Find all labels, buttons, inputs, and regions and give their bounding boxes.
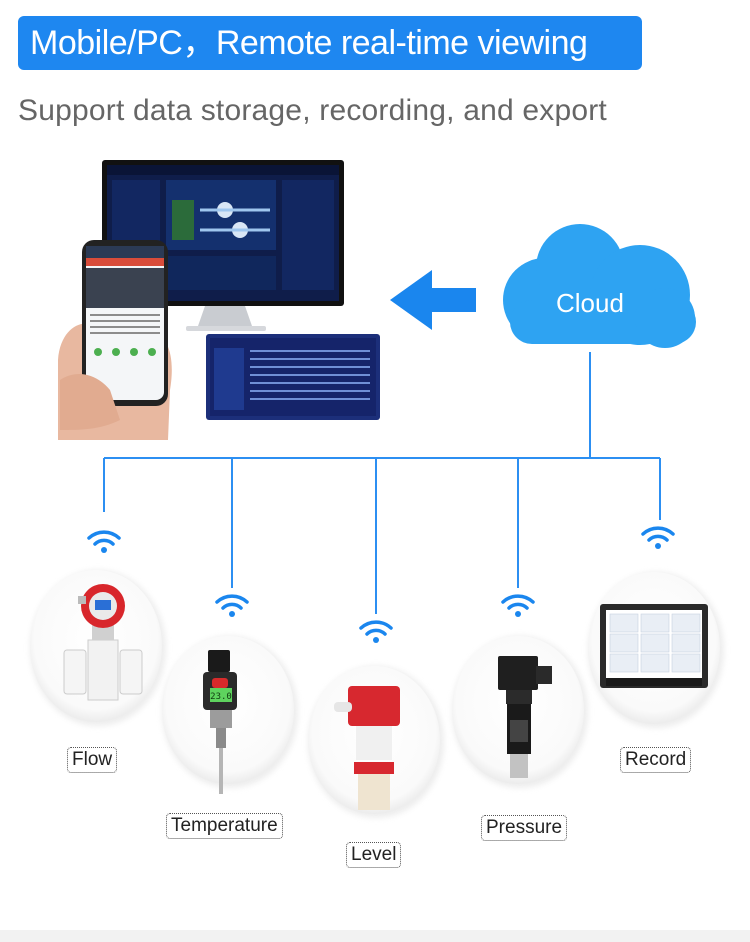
subtitle: Support data storage, recording, and exp… <box>18 94 607 127</box>
phone-icon <box>58 240 172 440</box>
arrow-left-icon <box>390 270 476 330</box>
wifi-icon <box>215 594 249 617</box>
title-banner: Mobile/PC，Remote real-time viewing <box>18 16 642 70</box>
flow-meter-image <box>63 584 143 701</box>
footer-divider <box>0 930 750 942</box>
level-transmitter-image <box>334 686 400 810</box>
pressure-transmitter-image <box>498 656 552 778</box>
recorder-image <box>600 604 708 688</box>
device-label-pressure: Pressure <box>481 815 568 841</box>
connection-lines <box>103 352 661 614</box>
device-label-flow: Flow <box>67 747 118 773</box>
temperature-display-value: 23.0 <box>210 692 232 702</box>
cloud-label: Cloud <box>556 288 624 318</box>
wifi-icon <box>501 594 535 617</box>
wifi-icon <box>87 530 121 553</box>
device-label-record: Record <box>620 747 692 773</box>
cloud-icon <box>503 224 696 348</box>
device-label-temperature: Temperature <box>166 813 283 839</box>
wifi-icon <box>641 526 675 549</box>
wifi-icon <box>359 620 393 643</box>
temperature-transmitter-image: 23.0 <box>203 650 237 794</box>
device-label-level: Level <box>346 842 402 868</box>
dashboard-screen <box>206 334 380 420</box>
